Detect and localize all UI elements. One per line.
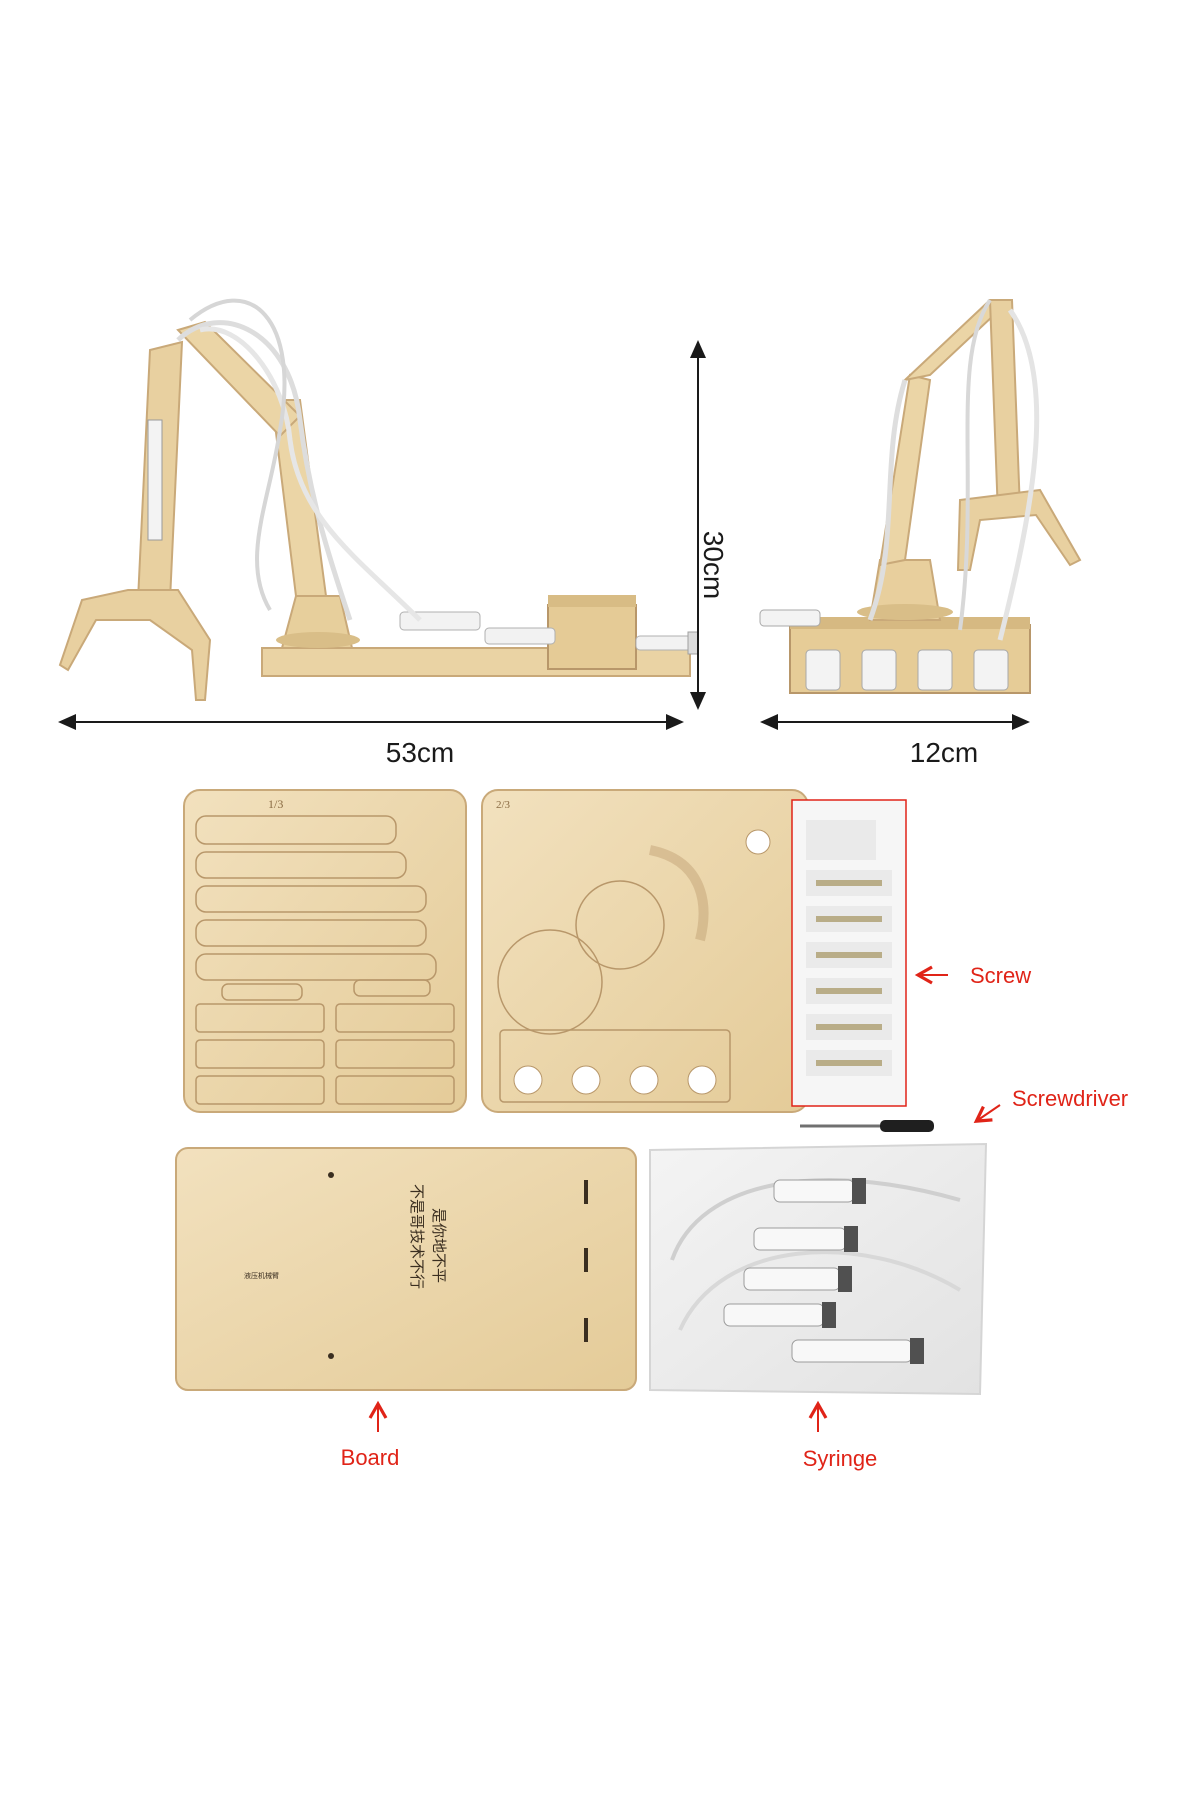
board-small-text: 液压机械臂 — [244, 1271, 279, 1280]
wood-sheet-2: 2/3 — [481, 789, 809, 1113]
callout-screwdriver-label: Screwdriver — [1012, 1086, 1128, 1111]
callout-board-label: Board — [341, 1445, 400, 1470]
wood-board: 液压机械臂 不是哥技术不行 是你地不平 — [175, 1147, 637, 1391]
dimension-width: 12cm — [760, 714, 1030, 768]
callout-syringe: Syringe — [803, 1400, 878, 1471]
callout-board: Board — [341, 1400, 400, 1470]
dimension-length: 53cm — [58, 714, 684, 768]
dimension-length-label: 53cm — [386, 737, 454, 768]
sheet-2-label: 2/3 — [496, 799, 511, 811]
screwdriver — [800, 1120, 934, 1132]
dimension-height-label: 30cm — [698, 531, 729, 599]
assembled-arm-side-view — [58, 298, 699, 701]
callout-screw: Screw — [914, 963, 1031, 988]
callout-screw-label: Screw — [970, 963, 1031, 988]
screw-panel — [791, 799, 907, 1107]
callout-syringe-label: Syringe — [803, 1446, 878, 1471]
sheet-1-label: 1/3 — [268, 797, 283, 811]
assembled-arm-front-view — [759, 298, 1082, 694]
wood-sheet-1: 1/3 — [183, 789, 467, 1113]
dimension-width-label: 12cm — [910, 737, 978, 768]
syringe-bag — [649, 1142, 988, 1396]
dimension-height: 30cm — [690, 340, 729, 710]
callout-screwdriver: Screwdriver — [973, 1086, 1128, 1123]
board-print-line1: 不是哥技术不行 — [408, 1184, 425, 1289]
board-print-line2: 是你地不平 — [430, 1208, 447, 1283]
